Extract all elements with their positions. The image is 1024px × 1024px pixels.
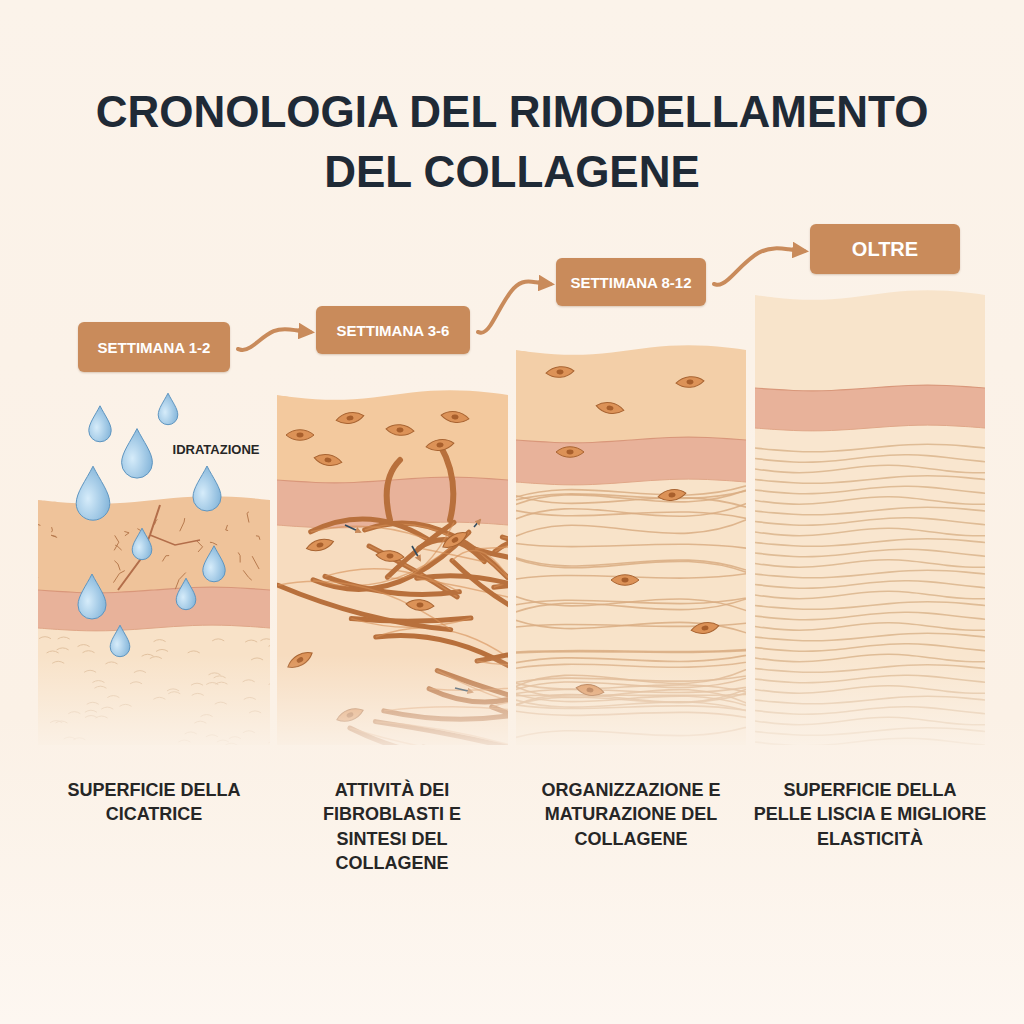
skin-panels [34, 285, 985, 802]
week-label: SETTIMANA 8-12 [570, 274, 691, 291]
fibroblast-cell [595, 400, 624, 415]
week-badge: SETTIMANA 3-6 [316, 306, 470, 354]
week-badge: SETTIMANA 1-2 [78, 322, 230, 372]
fibroblast-cell [386, 424, 415, 437]
timeline-arrow [478, 282, 550, 333]
water-drop [203, 546, 225, 582]
fibroblast-cell [335, 410, 364, 425]
fibroblast-cell [611, 575, 639, 586]
fibroblast-cell [676, 376, 705, 389]
fibroblast-cell [406, 599, 435, 612]
skin-panel [755, 285, 985, 768]
skin-panel [506, 340, 756, 768]
water-drop [132, 528, 152, 560]
fibroblast-cell [556, 447, 584, 458]
water-drop [89, 406, 111, 442]
water-drop [193, 466, 221, 511]
water-drop [110, 625, 130, 657]
water-drop [176, 578, 196, 610]
fibroblast-cell [657, 488, 686, 502]
diagram-title: CRONOLOGIA DEL RIMODELLAMENTO DEL COLLAG… [72, 82, 952, 202]
timeline-arrow [714, 248, 804, 285]
fibroblast-cell [440, 410, 469, 424]
week-label: SETTIMANA 1-2 [98, 339, 211, 356]
panel-caption: ATTIVITÀ DEI FIBROBLASTI E SINTESI DEL C… [302, 778, 482, 875]
water-drop [122, 429, 153, 479]
panel-caption: ORGANIZZAZIONE E MATURAZIONE DEL COLLAGE… [526, 778, 736, 851]
week-label: SETTIMANA 3-6 [337, 322, 450, 339]
skin-panel [34, 490, 280, 768]
panel-caption: SUPERFICIE DELLA CICATRICE [44, 778, 264, 827]
fibroblast-cell [376, 550, 405, 563]
fibroblast-cell [425, 438, 454, 452]
fibroblast-cell [286, 430, 314, 441]
fibroblast-cell [305, 536, 335, 553]
week-badge: SETTIMANA 8-12 [556, 258, 706, 306]
fibroblast-cell [440, 528, 469, 551]
fibroblast-cell [690, 620, 719, 635]
week-label: OLTRE [852, 238, 918, 261]
fibroblast-cell [313, 452, 342, 467]
panel-caption: SUPERFICIE DELLA PELLE LISCIA E MIGLIORE… [753, 778, 988, 851]
water-drop [158, 393, 178, 425]
callout-label: IDRATAZIONE [156, 441, 276, 459]
water-drop [78, 574, 106, 619]
fibroblast-cell [546, 366, 575, 379]
timeline-arrow [238, 329, 310, 350]
water-drop [76, 466, 110, 520]
week-badge: OLTRE [810, 224, 960, 274]
